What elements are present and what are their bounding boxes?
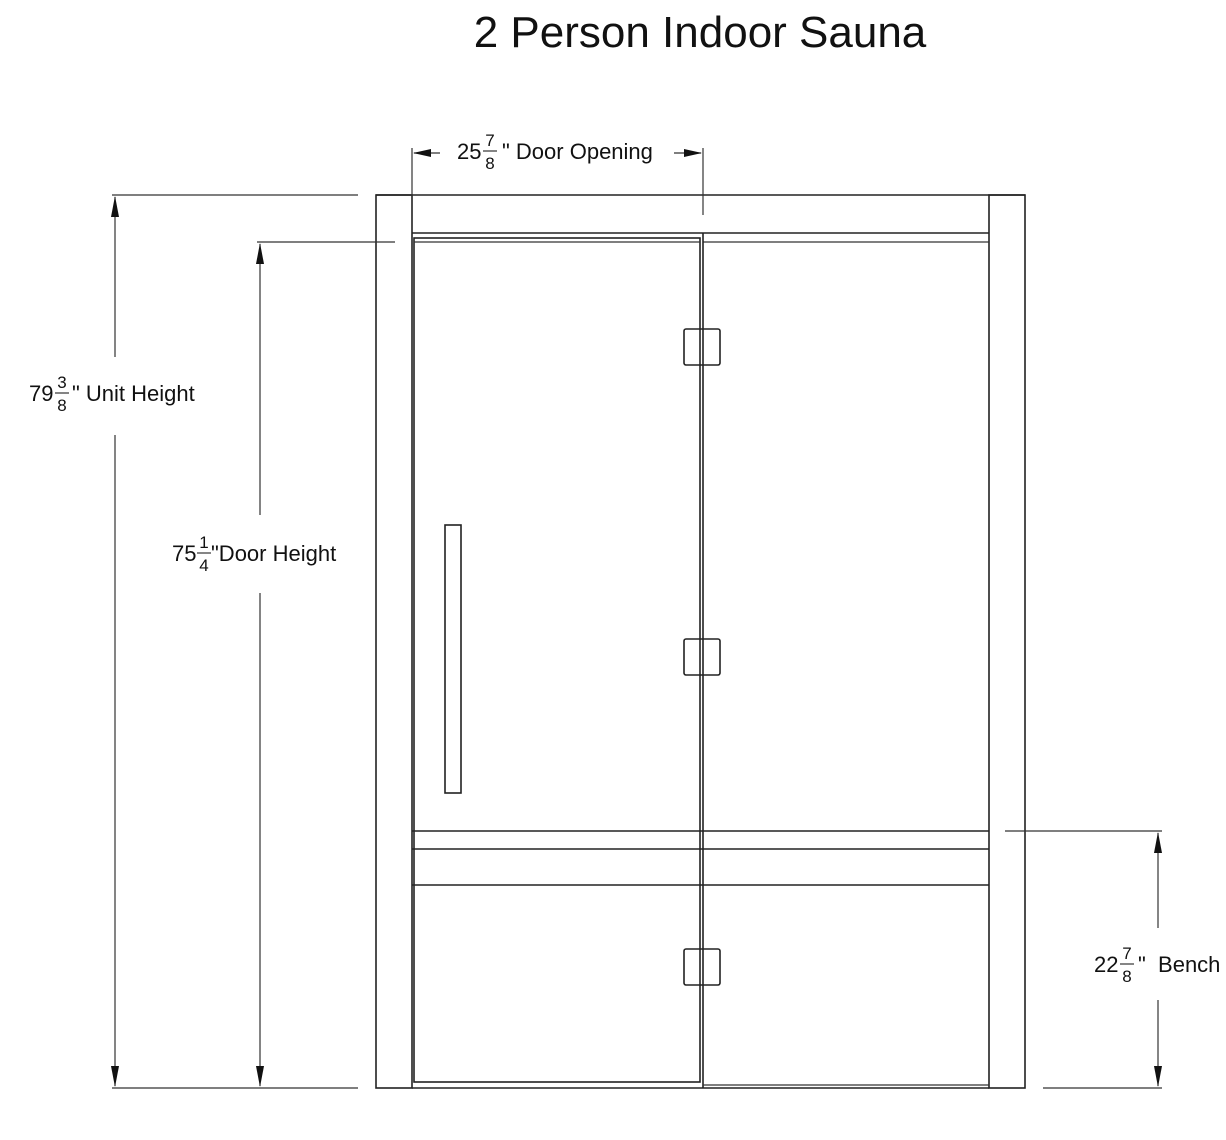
left-post (375, 194, 413, 1089)
arrow-right-icon (684, 149, 702, 157)
unit-height-label: " Unit Height (72, 381, 195, 406)
door-height-whole: 75 (172, 541, 196, 566)
arrow-down-icon (256, 1066, 264, 1087)
door-height-den: 4 (199, 556, 208, 575)
bench-den: 8 (1122, 967, 1131, 986)
arrow-down-icon (1154, 1066, 1162, 1087)
bench-dimension: 22 7 8 " Bench (1005, 830, 1220, 1089)
hinge-middle (683, 638, 721, 676)
door-opening-dimension: 25 7 8 " Door Opening (411, 131, 704, 232)
bench-whole: 22 (1094, 952, 1118, 977)
unit-height-dimension: 79 3 8 " Unit Height (29, 194, 358, 1089)
hinge-bottom (683, 948, 721, 986)
unit-height-whole: 79 (29, 381, 53, 406)
door-opening-whole: 25 (457, 139, 481, 164)
arrow-left-icon (413, 149, 431, 157)
sauna-unit (375, 194, 1026, 1089)
right-post (988, 194, 1026, 1089)
drawing-title: 2 Person Indoor Sauna (474, 8, 927, 57)
arrow-up-icon (1154, 832, 1162, 853)
door-opening-num: 7 (485, 131, 494, 150)
unit-height-den: 8 (57, 396, 66, 415)
bench-label: " Bench (1138, 952, 1220, 977)
unit-height-num: 3 (57, 373, 66, 392)
arrow-up-icon (111, 196, 119, 217)
hinge-top (683, 328, 721, 366)
arrow-down-icon (111, 1066, 119, 1087)
door-height-label: "Door Height (211, 541, 336, 566)
door-panel (413, 237, 701, 1083)
door-opening-den: 8 (485, 154, 494, 173)
door-height-dimension: 75 1 4 "Door Height (172, 241, 395, 1087)
door-opening-label: " Door Opening (502, 139, 653, 164)
door-handle (444, 524, 462, 794)
door-height-num: 1 (199, 533, 208, 552)
arrow-up-icon (256, 243, 264, 264)
bench-num: 7 (1122, 944, 1131, 963)
